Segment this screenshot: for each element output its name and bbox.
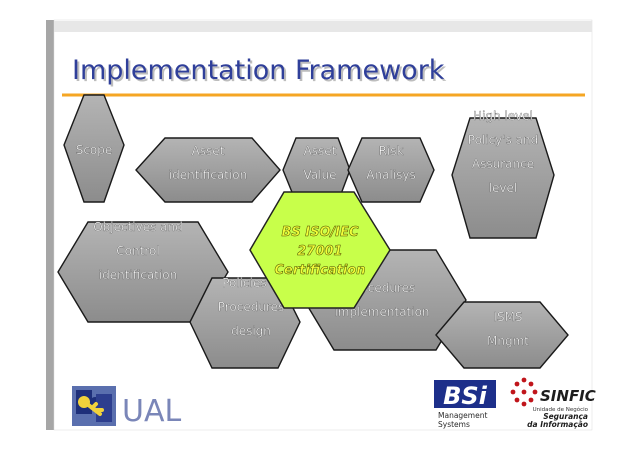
hexagon-asset-identification: Asset identification — [135, 137, 281, 203]
sinfic-sub-3: da Informação — [527, 420, 588, 429]
hexagon-label: Mngmt — [487, 334, 529, 348]
hexagon-label: Procedures — [218, 300, 285, 314]
hexagon-label: identification — [99, 268, 177, 282]
bsi-logo: BSi Management Systems — [434, 380, 496, 429]
left-accent-bar — [46, 20, 54, 430]
hexagon-label: level — [489, 181, 518, 195]
ual-logo: UAL — [72, 386, 181, 429]
hexagon-shape — [435, 301, 569, 369]
certification-line: 27001 — [297, 244, 342, 259]
hexagon-shape — [135, 137, 281, 203]
hexagon-label: Objectives and — [93, 220, 183, 234]
ual-logo-text: UAL — [122, 394, 181, 429]
certification-line: BS ISO/IEC — [281, 225, 359, 240]
sinfic-logo-text: SINFIC — [540, 387, 596, 405]
hexagon-label: Control — [116, 244, 159, 258]
page-title-shadow: Implementation Framework — [74, 57, 447, 88]
certification-line: Certification — [274, 263, 365, 278]
page-title: Implementation Framework — [72, 55, 445, 86]
bsi-sub-2: Systems — [438, 420, 470, 429]
hexagon-label: Policies & — [222, 276, 280, 290]
hexagon-label: Asset — [192, 144, 225, 158]
sinfic-sub-1: Unidade de Negócio — [533, 406, 589, 413]
hexagon-label: implementation — [334, 305, 429, 319]
hexagon-isms-mngmt: ISMS Mngmt — [435, 301, 569, 369]
hexagon-label: identification — [169, 168, 247, 182]
bsi-logo-text: BSi — [443, 382, 488, 410]
hexagon-shape — [63, 94, 125, 203]
hexagon-shape — [57, 221, 229, 323]
hexagon-label: Analisys — [366, 168, 415, 182]
hexagon-policies-procedures-design: Policies & Procedures design — [189, 276, 301, 369]
bsi-sub-1: Management — [438, 411, 487, 420]
hexagon-label: Scope — [76, 143, 113, 157]
sinfic-sub-2: Segurança — [543, 412, 588, 421]
hexagon-label: ISMS — [493, 310, 522, 324]
hexagon-shape — [451, 117, 555, 239]
hexagon-shape — [347, 137, 435, 203]
hexagon-scope: Scope — [63, 94, 125, 203]
hexagon-shape — [189, 277, 301, 369]
hexagon-label: Asset — [304, 144, 337, 158]
hexagon-label: design — [231, 324, 271, 338]
hexagon-label: Policy's and — [468, 133, 538, 147]
sinfic-logo: SINFIC Unidade de Negócio Segurança da I… — [510, 377, 596, 429]
hexagon-label: Value — [304, 168, 337, 182]
hexagon-label: Assurance — [472, 157, 534, 171]
hexagon-label: High level — [473, 109, 533, 123]
hexagon-label: Risk — [379, 144, 404, 158]
